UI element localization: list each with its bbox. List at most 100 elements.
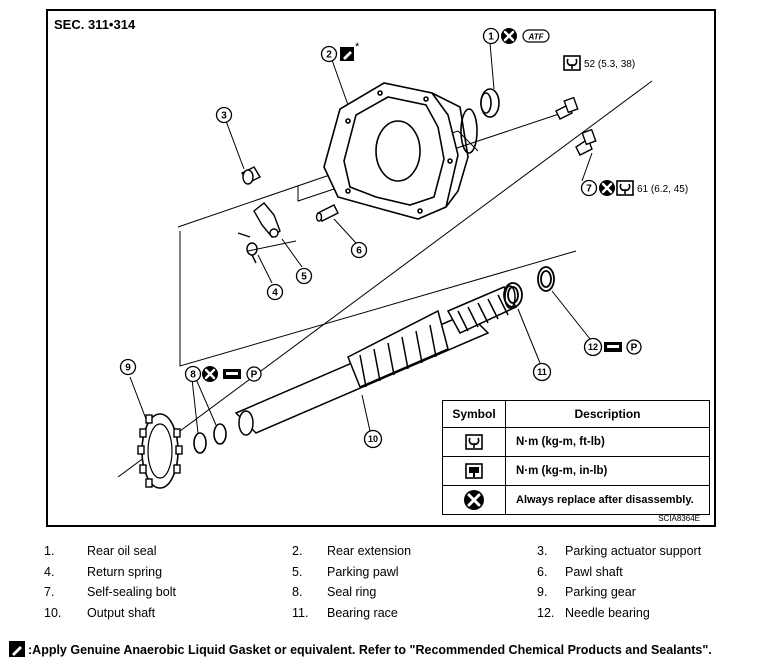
petroleum-jelly-badge: P [246,366,262,382]
callout-8-symbols: P [200,364,262,384]
row-desc: N·m (kg-m, ft-lb) [505,427,710,457]
needle-bearing [537,266,555,292]
parts-legend: 1. Rear oil seal 2. Rear extension 3. Pa… [40,544,760,626]
legend-num: 5. [292,564,303,579]
svg-text:10: 10 [368,434,378,444]
callouts: 1 2 3 4 5 6 7 8 9 10 11 12 [119,27,603,449]
bolts [555,96,597,156]
legend-label: Rear extension [327,544,412,558]
svg-text:7: 7 [586,184,592,195]
torque-wrench-filled-icon [465,463,483,479]
liquid-gasket-icon [340,47,354,61]
petroleum-jelly-badge: P [626,339,642,355]
symbol-table-header: Symbol Description [442,400,710,428]
legend-num: 7. [44,585,55,599]
callout-12-symbols: P [604,339,642,355]
return-spring [237,232,258,264]
svg-text:4: 4 [272,288,278,299]
callout-11: 11 [532,362,552,382]
legend-num: 9. [537,585,548,599]
diagram-frame: 1 2 3 4 5 6 7 8 9 10 11 12 ATF * 5 [46,9,716,527]
legend-label: Output shaft [87,605,156,620]
legend-label: Return spring [87,564,163,579]
table-row: Always replace after disassembly. [442,485,710,515]
parking-actuator-support [241,166,261,185]
replace-x-icon [200,364,220,384]
callout-1-symbols: ATF [499,26,550,46]
svg-text:2: 2 [326,50,332,61]
legend-num: 3. [537,544,548,558]
legend-label: Rear oil seal [87,544,157,558]
callout-10: 10 [363,429,383,449]
torque-wrench-icon [465,434,483,450]
legend-num: 11. [292,605,309,620]
callout-12: 12 [583,337,603,357]
seal-rings [193,423,227,454]
parking-gear [137,413,183,489]
torque-wrench-icon [616,180,634,196]
leader-lines [129,42,593,434]
callout-3: 3 [215,106,233,124]
torque-wrench-icon [563,55,581,71]
legend-num: 4. [44,564,55,579]
legend-label: Pawl shaft [565,564,623,579]
legend-row: 1. Rear oil seal 2. Rear extension 3. Pa… [40,544,760,565]
svg-text:8: 8 [190,370,196,381]
legend-row: 7. Self-sealing bolt 8. Seal ring 9. Par… [40,585,760,606]
callout-4: 4 [266,283,284,301]
row-desc: Always replace after disassembly. [505,485,710,515]
legend-label: Parking pawl [327,564,399,579]
liquid-gasket-icon [9,641,25,657]
legend-num: 12. [537,605,555,620]
callout-7-symbols: 61 (6.2, 45) [597,178,688,198]
callout-6: 6 [350,241,368,259]
atf-badge: ATF [522,29,550,43]
exploded-view-drawing: 1 2 3 4 5 6 7 8 9 10 11 12 ATF * 5 [117,26,688,489]
callout-5: 5 [295,267,313,285]
rear-oil-seal [480,88,500,118]
legend-label: Self-sealing bolt [87,585,176,599]
callout-1: 1 [482,27,500,45]
svg-text:P: P [251,370,258,381]
replace-x-icon [464,490,484,510]
rear-extension [323,82,478,220]
grease-icon [604,342,622,352]
legend-label: Needle bearing [565,605,650,620]
replace-x-icon [499,26,519,46]
symbol-table: Symbol Description N·m (kg-m, ft-lb) [442,400,710,515]
table-row: N·m (kg-m, in-lb) [442,456,710,486]
svg-text:6: 6 [356,246,362,257]
section-label: SEC. 311•314 [54,17,136,32]
legend-num: 8. [292,585,303,599]
callout-2: 2 [320,45,338,63]
col-description: Description [505,400,710,428]
callout-2-symbols: * [340,41,360,61]
legend-label: Bearing race [327,605,398,620]
legend-label: Parking gear [565,585,636,599]
svg-text:61 (6.2, 45): 61 (6.2, 45) [637,184,688,195]
svg-text:ATF: ATF [528,33,545,42]
legend-num: 1. [44,544,55,558]
svg-text:9: 9 [125,363,131,374]
sealant-note: :Apply Genuine Anaerobic Liquid Gasket o… [8,640,712,658]
legend-label: Seal ring [327,585,377,599]
svg-text:3: 3 [221,111,227,122]
bearing-race [503,282,523,308]
replace-x-icon [597,178,617,198]
note-text: :Apply Genuine Anaerobic Liquid Gasket o… [28,643,712,657]
svg-text:P: P [631,343,638,354]
svg-text:11: 11 [537,367,547,377]
legend-row: 4. Return spring 5. Parking pawl 6. Pawl… [40,565,760,586]
legend-num: 10. [44,605,62,620]
legend-row: 10. Output shaft 11. Bearing race 12. Ne… [40,606,760,627]
grease-icon [223,369,241,379]
svg-text:52 (5.3, 38): 52 (5.3, 38) [584,59,635,70]
legend-num: 2. [292,544,303,558]
callout-8: 8 [184,365,202,383]
legend-label: Parking actuator support [565,544,702,558]
col-symbol: Symbol [442,400,506,428]
svg-text:12: 12 [588,342,598,352]
callout-7: 7 [580,179,598,197]
svg-text:5: 5 [301,272,307,283]
svg-text:1: 1 [488,32,494,43]
